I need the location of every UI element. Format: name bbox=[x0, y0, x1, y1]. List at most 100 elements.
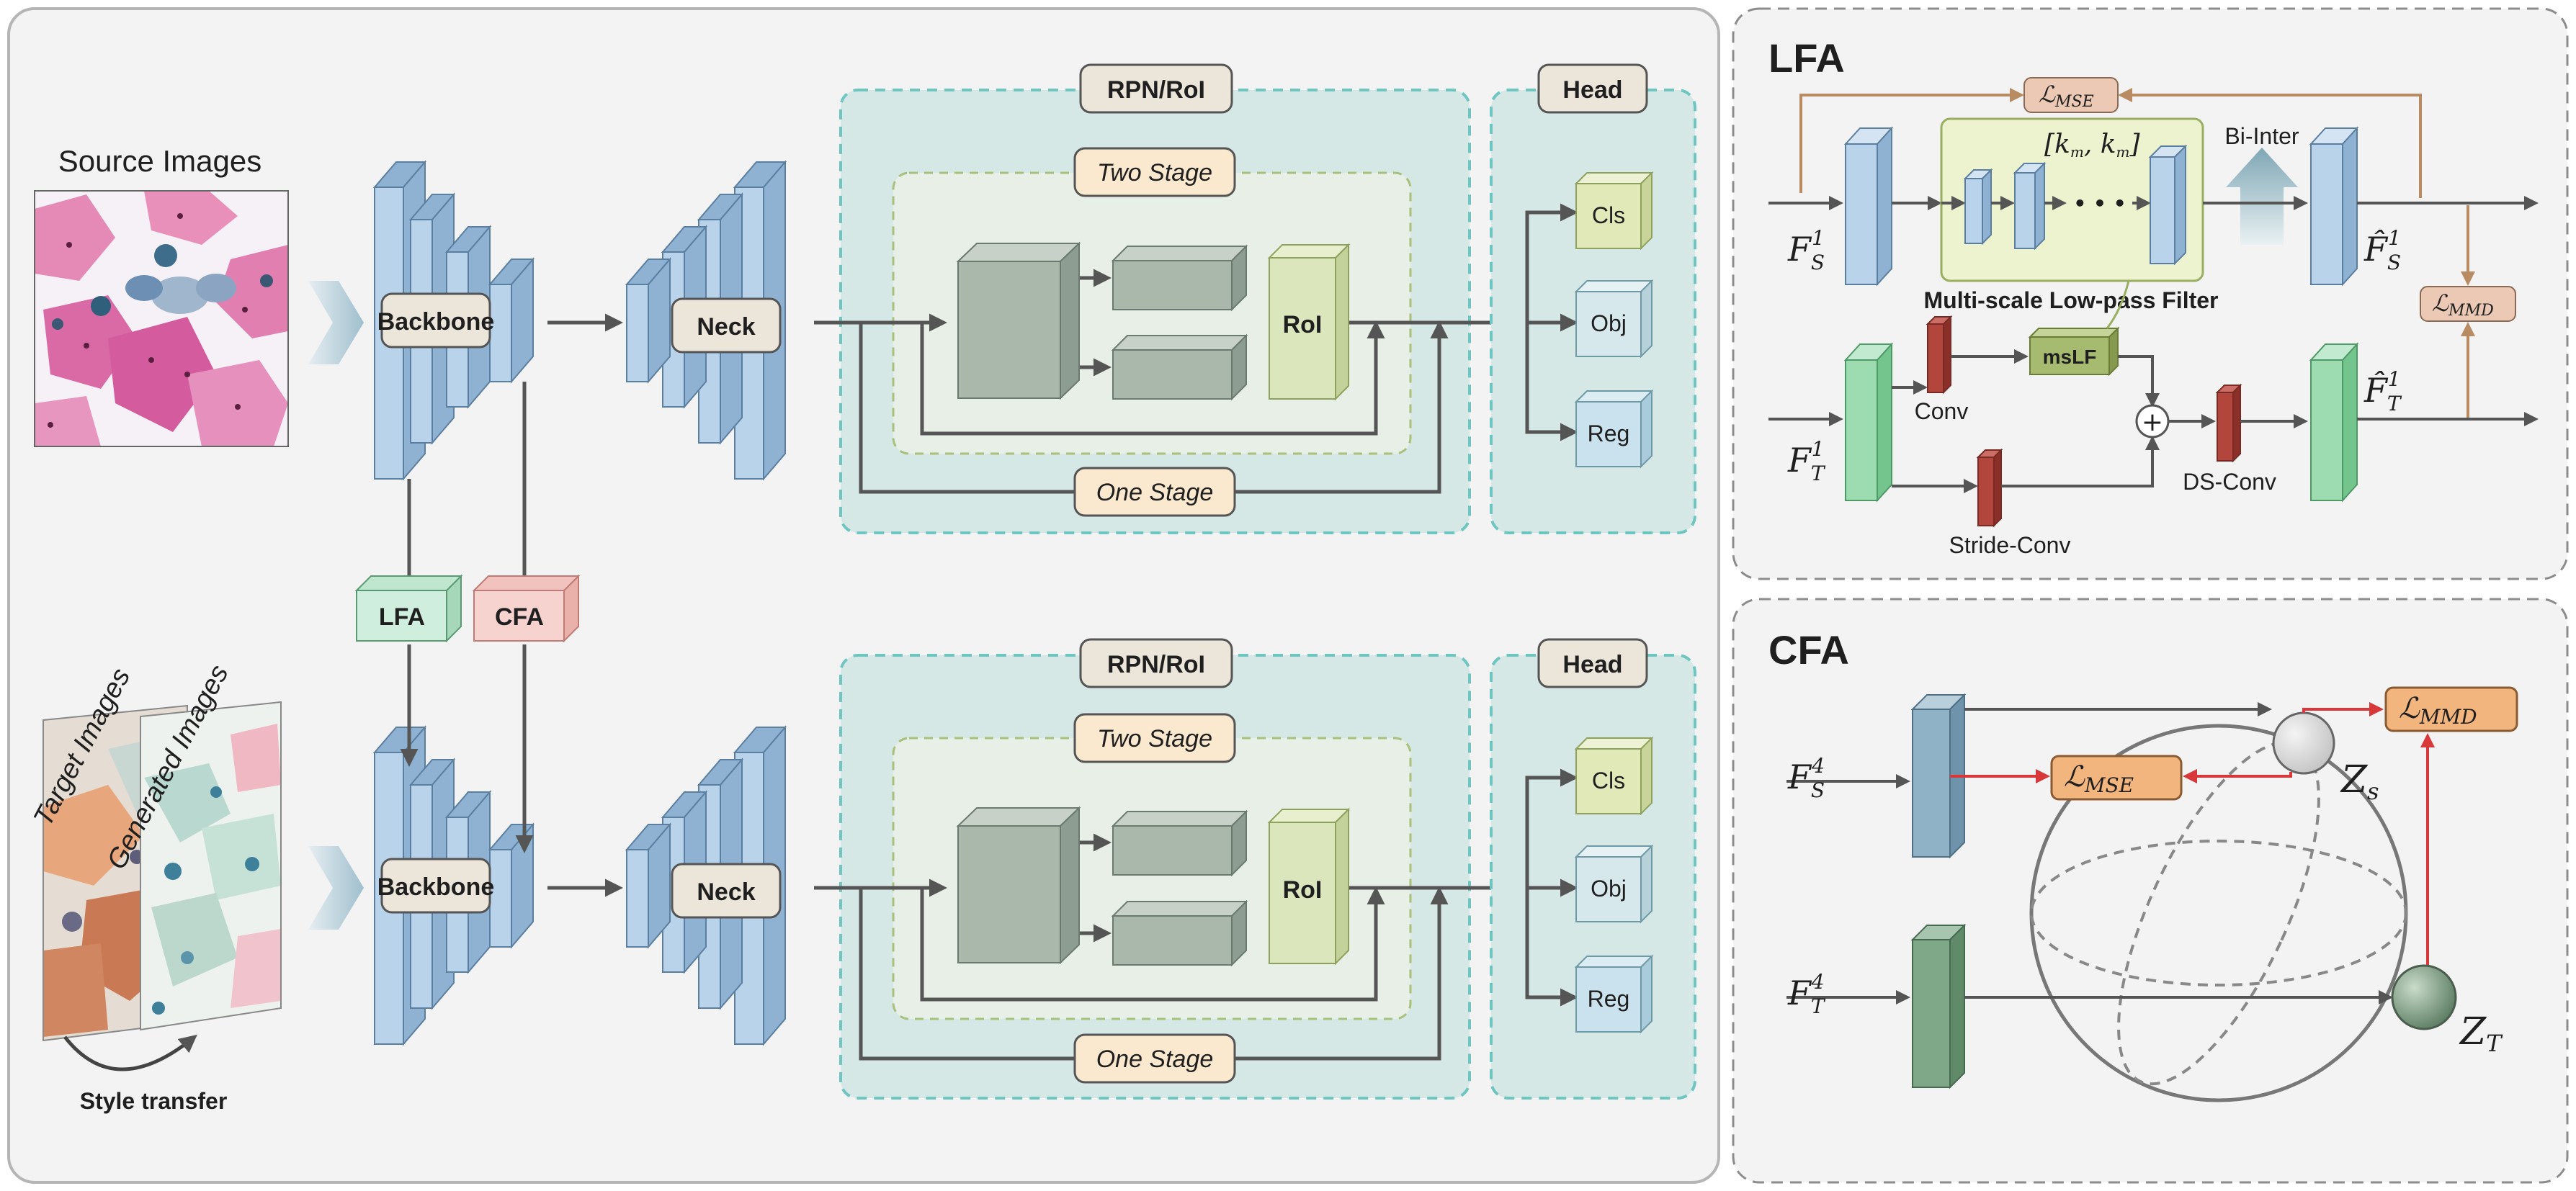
lfa-loss-mmd-box bbox=[2420, 286, 2516, 322]
cfa-fs-label: FS4 bbox=[1787, 754, 1825, 802]
source-image bbox=[35, 191, 288, 446]
one-stage-top-tag bbox=[1073, 467, 1236, 517]
lfa-tgt-out-feature bbox=[2309, 342, 2359, 503]
two-stage-top-label: Two Stage bbox=[1097, 159, 1212, 186]
backbone-bottom-label: Backbone bbox=[377, 873, 495, 901]
neck-bottom-label-box bbox=[671, 863, 782, 919]
lfa-mslf-to-sum bbox=[2118, 355, 2160, 408]
proposal-box-bottom bbox=[956, 806, 1081, 965]
neck-top-label-box bbox=[671, 297, 782, 354]
roi-box-top bbox=[1267, 243, 1351, 401]
one-stage-bottom-tag bbox=[1073, 1033, 1236, 1084]
lfa-mse-right-arrow bbox=[2118, 88, 2422, 198]
lfa-tgt-feature bbox=[1843, 342, 1894, 503]
rpn-roi-bottom-tag bbox=[1079, 638, 1233, 688]
two-stage-top-tag bbox=[1073, 147, 1236, 197]
lfa-stride-conv-label: Stride-Conv bbox=[1949, 532, 2071, 558]
neck-bottom-label: Neck bbox=[697, 878, 755, 906]
lfa-filter-stage-1 bbox=[1963, 168, 1993, 246]
cfa-sphere bbox=[2029, 724, 2408, 1102]
flow-top-twostage-bypass bbox=[920, 320, 1385, 436]
style-transfer-arrow bbox=[63, 1034, 197, 1071]
anchor-box-bottom-2 bbox=[1111, 899, 1248, 967]
obj-bottom-label: Obj bbox=[1591, 876, 1627, 902]
source-images-label: Source Images bbox=[58, 144, 261, 178]
lfa-bi-inter-arrow bbox=[2226, 148, 2298, 245]
anchor-box-bottom-1 bbox=[1111, 809, 1248, 877]
lfa-ds-conv-block bbox=[2215, 383, 2242, 463]
roi-box-bottom bbox=[1267, 807, 1351, 966]
lfa-bi-inter-label: Bi-Inter bbox=[2224, 123, 2299, 149]
reg-top-label: Reg bbox=[1588, 421, 1630, 446]
cfa-zs-to-mse bbox=[2183, 769, 2292, 783]
lfa-filter-box bbox=[1940, 117, 2204, 282]
anchor-box-top-1 bbox=[1111, 244, 1248, 312]
lfa-conv-block bbox=[1926, 315, 1953, 395]
one-stage-top-label: One Stage bbox=[1096, 479, 1214, 506]
lfa-fs-label: FS1 bbox=[1787, 226, 1825, 274]
lfa-fs-hat-label: F̂S1 bbox=[2363, 226, 2401, 274]
lfa-mslf-block bbox=[2028, 326, 2120, 377]
lfa-filter-to-mslf bbox=[2106, 280, 2130, 329]
proposal-box-top bbox=[956, 241, 1081, 400]
lfa-ds-conv-label: DS-Conv bbox=[2183, 469, 2276, 495]
lfa-filter-stage-n bbox=[2148, 144, 2188, 266]
lfa-src-feature bbox=[1843, 126, 1894, 287]
lfa-multiscale-label: Multi-scale Low-pass Filter bbox=[1924, 287, 2219, 313]
generated-image bbox=[140, 702, 281, 1030]
head-bottom-tag bbox=[1537, 638, 1648, 688]
lfa-mslf-label: msLF bbox=[2043, 346, 2097, 368]
roi-bottom-label: RoI bbox=[1283, 876, 1323, 904]
neck-top-label: Neck bbox=[697, 313, 755, 341]
lfa-kernel-label: [km, km] bbox=[2044, 130, 2141, 161]
lfa-strideconv-to-sum bbox=[2001, 436, 2160, 487]
cfa-ft-feature bbox=[1910, 923, 1967, 1089]
two-stage-bottom-tag bbox=[1073, 713, 1236, 763]
obj-top-label: Obj bbox=[1591, 310, 1627, 336]
cfa-loss-mse-box bbox=[2050, 755, 2183, 801]
head-top-label: Head bbox=[1562, 76, 1622, 104]
lfa-sum-plus: + bbox=[2142, 408, 2163, 437]
lfa-tag bbox=[354, 574, 463, 643]
lfa-conv-label: Conv bbox=[1915, 398, 1969, 424]
lfa-ft-label: FT1 bbox=[1787, 437, 1826, 485]
reg-bottom-label: Reg bbox=[1588, 986, 1630, 1012]
lfa-filter-stage-2 bbox=[2013, 161, 2047, 251]
cfa-tag-label: CFA bbox=[495, 603, 544, 631]
neck-top bbox=[625, 160, 787, 481]
lfa-ft-hat-label: F̂T1 bbox=[2363, 367, 2402, 415]
lfa-tag-label: LFA bbox=[379, 603, 425, 631]
cls-bottom-label: Cls bbox=[1592, 768, 1625, 794]
rpn-roi-bottom-label: RPN/RoI bbox=[1107, 651, 1205, 678]
cfa-zs-label: Zs bbox=[2340, 758, 2379, 805]
obj-box-top bbox=[1574, 279, 1654, 359]
backbone-bottom-label-box bbox=[380, 858, 491, 914]
lfa-panel-title: LFA bbox=[1768, 35, 1845, 81]
flow-bottom-twostage-bypass bbox=[920, 886, 1385, 1002]
cfa-zt-label: ZT bbox=[2459, 1010, 2503, 1057]
lfa-loss-mse: ℒMSE bbox=[2039, 81, 2094, 111]
cfa-loss-mmd: ℒMMD bbox=[2399, 692, 2477, 729]
cls-top-label: Cls bbox=[1592, 202, 1625, 228]
roi-top-label: RoI bbox=[1283, 311, 1323, 338]
lfa-src-out-feature bbox=[2309, 126, 2359, 287]
cfa-zs-sphere bbox=[2272, 711, 2335, 775]
cfa-zt-sphere bbox=[2391, 964, 2457, 1030]
style-transfer-label: Style transfer bbox=[80, 1088, 228, 1114]
obj-box-bottom bbox=[1574, 844, 1654, 924]
backbone-top-label-box bbox=[380, 292, 491, 349]
rpn-roi-top-tag bbox=[1079, 63, 1233, 114]
lfa-mse-left-arrow bbox=[1799, 88, 2024, 193]
two-stage-bottom-label: Two Stage bbox=[1097, 725, 1212, 752]
cfa-tag bbox=[472, 574, 581, 643]
one-stage-bottom-label: One Stage bbox=[1096, 1046, 1214, 1073]
lfa-stride-conv-block bbox=[1976, 448, 2003, 528]
cfa-ft-label: FT4 bbox=[1787, 970, 1826, 1018]
input-arrow-top bbox=[308, 281, 364, 364]
cfa-loss-mmd-box bbox=[2384, 686, 2518, 732]
cfa-zs-to-mmd bbox=[2302, 702, 2384, 716]
cls-box-top bbox=[1574, 171, 1654, 251]
reg-box-top bbox=[1574, 389, 1654, 469]
head-top-tag bbox=[1537, 63, 1648, 114]
head-bottom-label: Head bbox=[1562, 651, 1622, 678]
